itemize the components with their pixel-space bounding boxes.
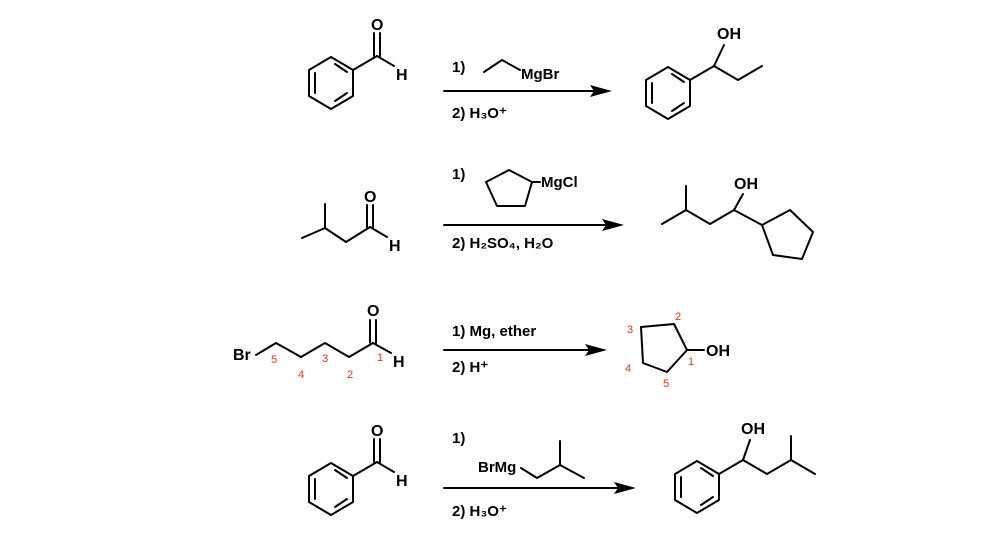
r2-grignard-group-label: MgCl bbox=[541, 174, 578, 191]
r3-hydrogen-label: H bbox=[393, 354, 405, 371]
r3-product-locant-4: 4 bbox=[625, 363, 631, 375]
r4-oxygen-label: O bbox=[371, 423, 383, 440]
r1-arrow-head bbox=[590, 85, 612, 97]
r1-reactant-benzaldehyde: O H bbox=[308, 17, 408, 110]
r3-reaction-arrow bbox=[443, 344, 607, 356]
r2-hydrogen-label: H bbox=[389, 238, 401, 255]
r2-step-2-label: 2) H₂SO₄, H₂O bbox=[452, 235, 554, 252]
r2-product-c-oh-bond bbox=[733, 193, 744, 211]
r4-product-c-oh-bond bbox=[742, 439, 751, 461]
r4-isobutyl-chain bbox=[520, 464, 585, 479]
r2-oxygen-label: O bbox=[364, 189, 376, 206]
r3-reactant-locant-1: 1 bbox=[377, 352, 383, 364]
r4-product-oh-label: OH bbox=[741, 421, 765, 438]
r4-reaction-arrow bbox=[443, 482, 636, 494]
r4-reagents: 1) BrMg 2) H₃O⁺ bbox=[452, 430, 585, 520]
reaction-1: O H 1) MgBr 2) H₃O⁺ OH bbox=[308, 17, 763, 122]
r3-product-cyclopentanol: OH 1 2 3 4 5 bbox=[625, 311, 730, 390]
r3-product-locant-3: 3 bbox=[627, 324, 633, 336]
r3-reactant-locant-4: 4 bbox=[298, 369, 304, 381]
r3-product-locant-2: 2 bbox=[675, 311, 681, 323]
r4-ring-to-carbonyl-bond bbox=[352, 461, 378, 477]
r4-product-side-chain bbox=[718, 459, 816, 475]
r2-reactant-chain bbox=[301, 226, 371, 243]
r1-grignard-group-label: MgBr bbox=[521, 66, 559, 83]
reaction-3: Br O H 5 4 3 2 1 1) Mg, ether 2) H⁺ OH 1 bbox=[233, 303, 730, 390]
r1-product-side-chain bbox=[689, 65, 763, 81]
r2-c-h-bond bbox=[369, 226, 388, 238]
r1-reagents: 1) MgBr 2) H₃O⁺ bbox=[452, 59, 559, 122]
r1-c-h-bond bbox=[376, 55, 395, 67]
r3-reactant-locant-5: 5 bbox=[271, 354, 277, 366]
reaction-4: O H 1) BrMg 2) H₃O⁺ OH bbox=[308, 421, 816, 520]
r4-reactant-benzaldehyde: O H bbox=[308, 423, 408, 516]
r1-product-oh-label: OH bbox=[717, 26, 741, 43]
r4-hydrogen-label: H bbox=[396, 473, 408, 490]
r2-product-alcohol: OH bbox=[661, 176, 814, 260]
r3-bromine-label: Br bbox=[233, 347, 251, 364]
r4-step-2-label: 2) H₃O⁺ bbox=[452, 503, 507, 520]
r2-step-1-label: 1) bbox=[452, 166, 465, 183]
r1-reactant-benzene-inner bbox=[334, 63, 348, 73]
r1-step-2-label: 2) H₃O⁺ bbox=[452, 105, 507, 122]
r3-step-1-label: 1) Mg, ether bbox=[452, 323, 536, 340]
r1-ring-to-carbonyl-bond bbox=[352, 55, 378, 71]
r1-product-c-oh-bond bbox=[713, 44, 725, 67]
r3-product-locant-5: 5 bbox=[663, 378, 669, 390]
r2-reagents: 1) MgCl 2) H₂SO₄, H₂O bbox=[452, 166, 578, 252]
r2-cyclopentyl-ring bbox=[485, 169, 533, 207]
r3-arrow-head bbox=[585, 344, 607, 356]
r2-reactant-3-methylbutanal: O H bbox=[301, 189, 401, 255]
r1-hydrogen-label: H bbox=[396, 67, 408, 84]
r2-product-oh-label: OH bbox=[734, 176, 758, 193]
r1-oxygen-label: O bbox=[371, 17, 383, 34]
r2-product-cyclopentyl-ring bbox=[761, 209, 814, 260]
r4-step-1-label: 1) bbox=[452, 430, 465, 447]
r2-reaction-arrow bbox=[443, 219, 624, 231]
r3-product-locant-1: 1 bbox=[688, 356, 694, 368]
r4-product-alcohol: OH bbox=[674, 421, 816, 514]
r2-arrow-head bbox=[602, 219, 624, 231]
r4-grignard-group-label: BrMg bbox=[478, 459, 516, 476]
r1-product-1-phenyl-1-propanol: OH bbox=[645, 26, 763, 120]
r3-product-cyclopentane-ring bbox=[640, 323, 688, 373]
r4-c-h-bond bbox=[376, 461, 395, 473]
r3-c-h-bond bbox=[372, 342, 392, 354]
r1-reaction-arrow bbox=[443, 85, 612, 97]
r4-arrow-head bbox=[614, 482, 636, 494]
r3-reactant-locant-2: 2 bbox=[347, 369, 353, 381]
r3-reactant-5-bromopentanal: Br O H 5 4 3 2 1 bbox=[233, 303, 405, 381]
r3-reactant-chain bbox=[255, 342, 374, 358]
r3-reactant-locant-3: 3 bbox=[322, 353, 328, 365]
r2-product-chain bbox=[661, 209, 763, 226]
r3-product-oh-label: OH bbox=[706, 343, 730, 360]
r3-step-2-label: 2) H⁺ bbox=[452, 359, 488, 376]
r1-step-1-label: 1) bbox=[452, 59, 465, 76]
r3-oxygen-label: O bbox=[367, 303, 379, 320]
r3-reagents: 1) Mg, ether 2) H⁺ bbox=[452, 323, 536, 376]
reaction-2: O H 1) MgCl 2) H₂SO₄, H₂O OH bbox=[301, 166, 814, 260]
r1-ethyl-chain bbox=[483, 59, 521, 73]
